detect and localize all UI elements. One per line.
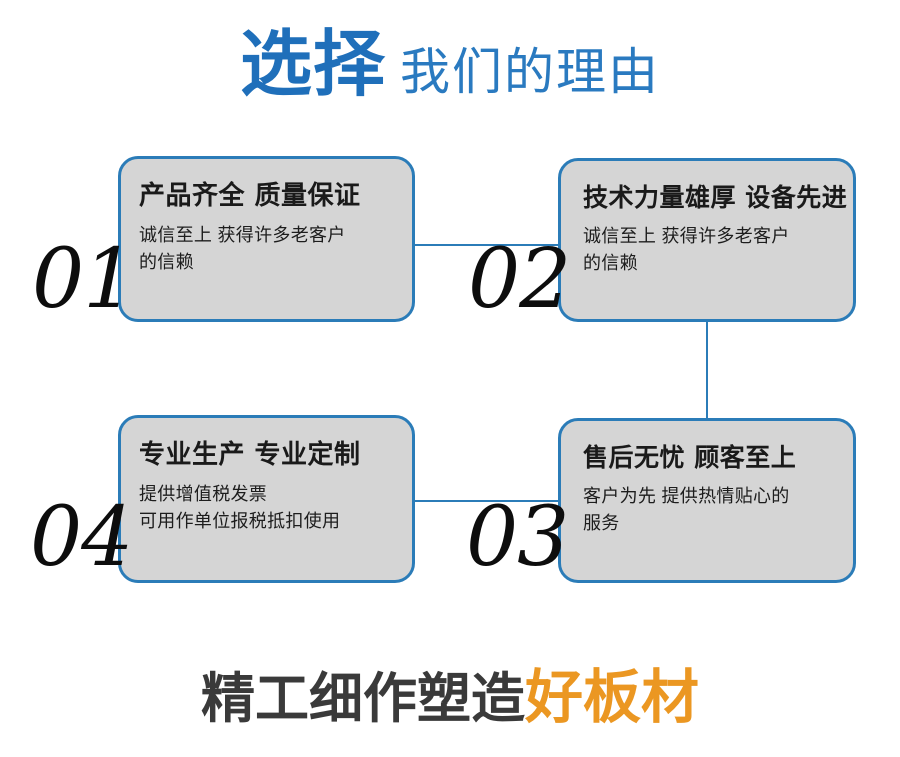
page-title-light: 我们的理由 bbox=[400, 44, 660, 100]
feature-card-01: 产品齐全 质量保证 诚信至上 获得许多老客户 的信赖 bbox=[118, 156, 415, 322]
feature-card-03-body-line-1: 客户为先 提供热情贴心的 bbox=[583, 486, 790, 506]
connector-line-01-to-02 bbox=[405, 244, 565, 246]
feature-card-01-body-line-2: 的信赖 bbox=[139, 252, 194, 273]
feature-card-01-body: 诚信至上 获得许多老客户 的信赖 bbox=[139, 222, 398, 276]
footer-slogan-dark: 精工细作塑造 bbox=[200, 667, 525, 730]
feature-number-04: 04 bbox=[30, 490, 133, 585]
feature-card-02-body-line-1: 诚信至上 获得许多老客户 bbox=[583, 226, 790, 246]
feature-card-01-body-line-1: 诚信至上 获得许多老客户 bbox=[139, 225, 346, 246]
feature-card-04-body-line-2: 可用作单位报税抵扣使用 bbox=[139, 511, 341, 532]
feature-card-01-content: 产品齐全 质量保证 诚信至上 获得许多老客户 的信赖 bbox=[139, 181, 398, 276]
footer-slogan: 精工细作塑造好板材 bbox=[0, 668, 900, 726]
feature-card-04-body: 提供增值税发票 可用作单位报税抵扣使用 bbox=[139, 481, 398, 535]
feature-card-02-content: 技术力量雄厚 设备先进 诚信至上 获得许多老客户 的信赖 bbox=[583, 183, 848, 277]
feature-card-03-content: 售后无忧 顾客至上 客户为先 提供热情贴心的 服务 bbox=[583, 443, 839, 537]
feature-number-01: 01 bbox=[32, 232, 135, 327]
feature-card-04-title: 专业生产 专业定制 bbox=[139, 440, 361, 470]
feature-card-04-body-line-1: 提供增值税发票 bbox=[139, 484, 268, 505]
feature-number-03: 03 bbox=[466, 490, 569, 585]
feature-number-02: 02 bbox=[468, 232, 571, 327]
page-title: 选择我们的理由 bbox=[0, 28, 900, 100]
connector-line-02-to-03 bbox=[706, 318, 708, 422]
feature-card-03: 售后无忧 顾客至上 客户为先 提供热情贴心的 服务 bbox=[558, 418, 856, 583]
connector-line-04-to-03 bbox=[405, 500, 565, 502]
feature-card-01-title: 产品齐全 质量保证 bbox=[139, 181, 361, 211]
feature-card-04-content: 专业生产 专业定制 提供增值税发票 可用作单位报税抵扣使用 bbox=[139, 440, 398, 535]
feature-card-02: 技术力量雄厚 设备先进 诚信至上 获得许多老客户 的信赖 bbox=[558, 158, 856, 322]
feature-card-04: 专业生产 专业定制 提供增值税发票 可用作单位报税抵扣使用 bbox=[118, 415, 415, 583]
feature-card-02-body: 诚信至上 获得许多老客户 的信赖 bbox=[583, 223, 839, 277]
feature-card-02-body-line-2: 的信赖 bbox=[583, 253, 638, 273]
feature-card-03-body: 客户为先 提供热情贴心的 服务 bbox=[583, 483, 839, 537]
footer-slogan-accent: 好板材 bbox=[524, 663, 699, 731]
feature-card-02-title: 技术力量雄厚 设备先进 bbox=[583, 183, 848, 212]
page-title-strong: 选择 bbox=[239, 22, 386, 106]
feature-card-03-title: 售后无忧 顾客至上 bbox=[583, 443, 797, 472]
feature-card-03-body-line-2: 服务 bbox=[583, 513, 620, 533]
